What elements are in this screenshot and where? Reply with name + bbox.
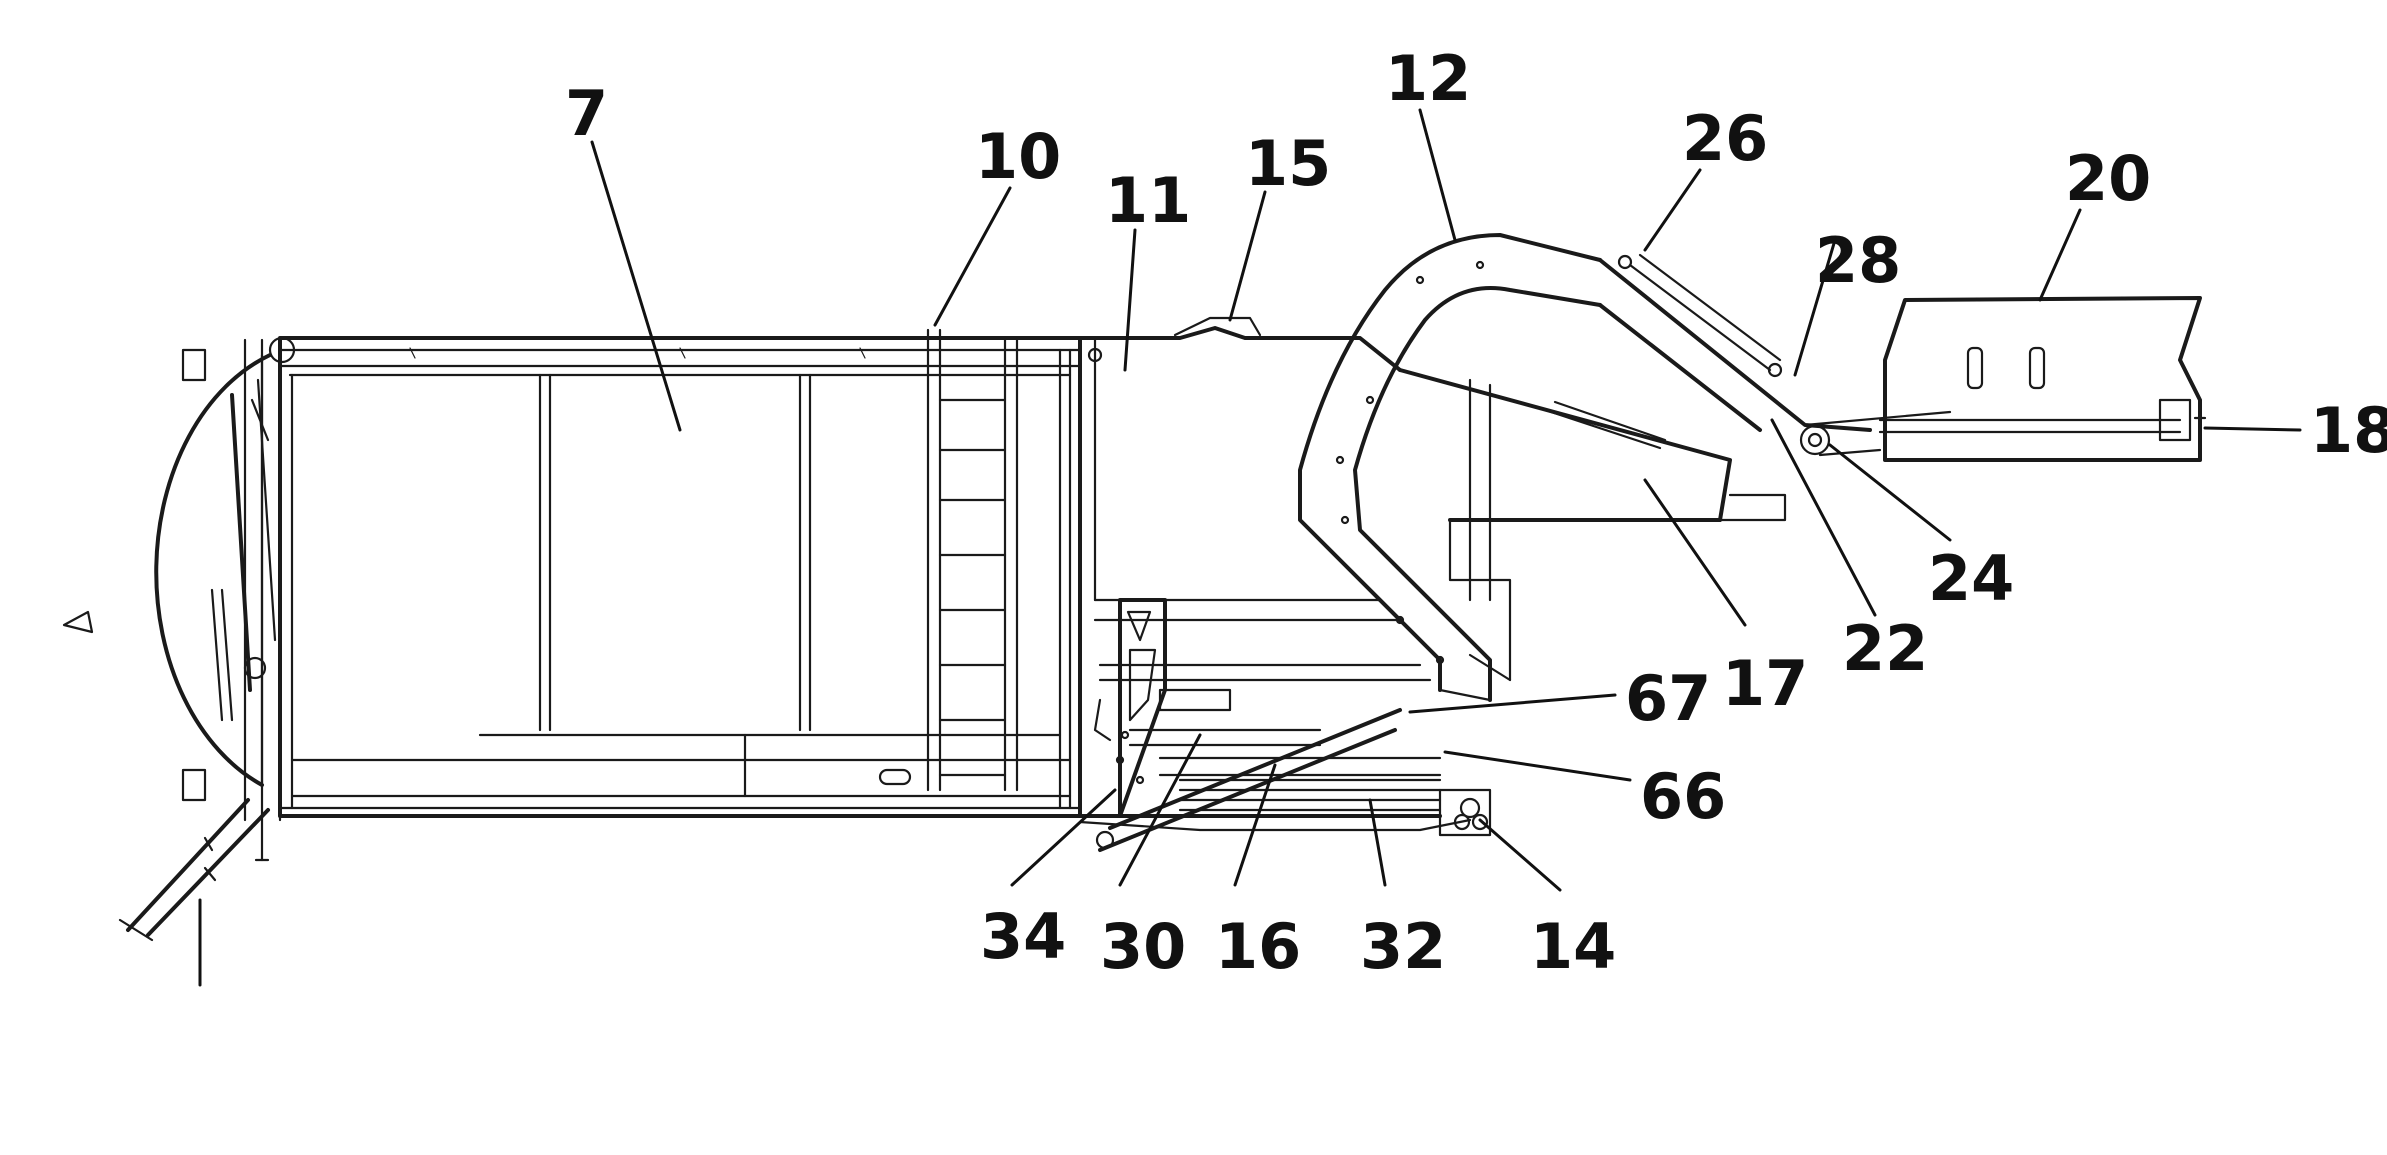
label-18: 18 [2310, 394, 2387, 467]
ladder [410, 330, 1017, 790]
hopper [1400, 370, 1785, 680]
leader-18 [2205, 428, 2300, 430]
label-15: 15 [1245, 127, 1331, 200]
container-bin [1880, 298, 2205, 460]
front-roller [1440, 790, 1490, 835]
label-67: 67 [1625, 662, 1711, 735]
front-section [1080, 318, 1430, 816]
label-14: 14 [1530, 910, 1616, 983]
leader-26 [1645, 170, 1700, 250]
leader-20 [2040, 210, 2080, 300]
main-body [280, 338, 1101, 816]
label-12: 12 [1385, 42, 1471, 115]
leader-7 [592, 142, 680, 430]
label-7: 7 [565, 77, 608, 150]
front-bracket [1095, 600, 1165, 816]
leader-22 [1772, 420, 1875, 615]
label-10: 10 [975, 120, 1061, 193]
leader-10 [935, 188, 1010, 325]
leader-32 [1370, 800, 1385, 885]
leader-14 [1480, 820, 1560, 890]
rear-door [64, 350, 270, 800]
leader-16 [1235, 765, 1275, 885]
label-30: 30 [1100, 910, 1186, 983]
label-20: 20 [2065, 142, 2151, 215]
compaction-plate [1080, 780, 1470, 830]
label-22: 22 [1842, 612, 1928, 685]
leader-12 [1420, 110, 1455, 240]
rear-step [120, 800, 268, 940]
leader-34 [1012, 790, 1115, 885]
label-17: 17 [1722, 647, 1808, 720]
leader-67 [1410, 695, 1615, 712]
lift-arm [1300, 235, 1600, 700]
label-11: 11 [1105, 164, 1191, 237]
label-34: 34 [980, 900, 1066, 973]
label-26: 26 [1682, 102, 1768, 175]
label-66: 66 [1640, 760, 1726, 833]
label-32: 32 [1360, 910, 1446, 983]
leader-17 [1645, 480, 1745, 625]
leader-lines [592, 110, 2300, 890]
leader-66 [1445, 752, 1630, 780]
leader-11 [1125, 230, 1135, 370]
leader-15 [1230, 192, 1265, 320]
label-28: 28 [1815, 224, 1901, 297]
label-24: 24 [1928, 542, 2014, 615]
label-16: 16 [1215, 910, 1301, 983]
